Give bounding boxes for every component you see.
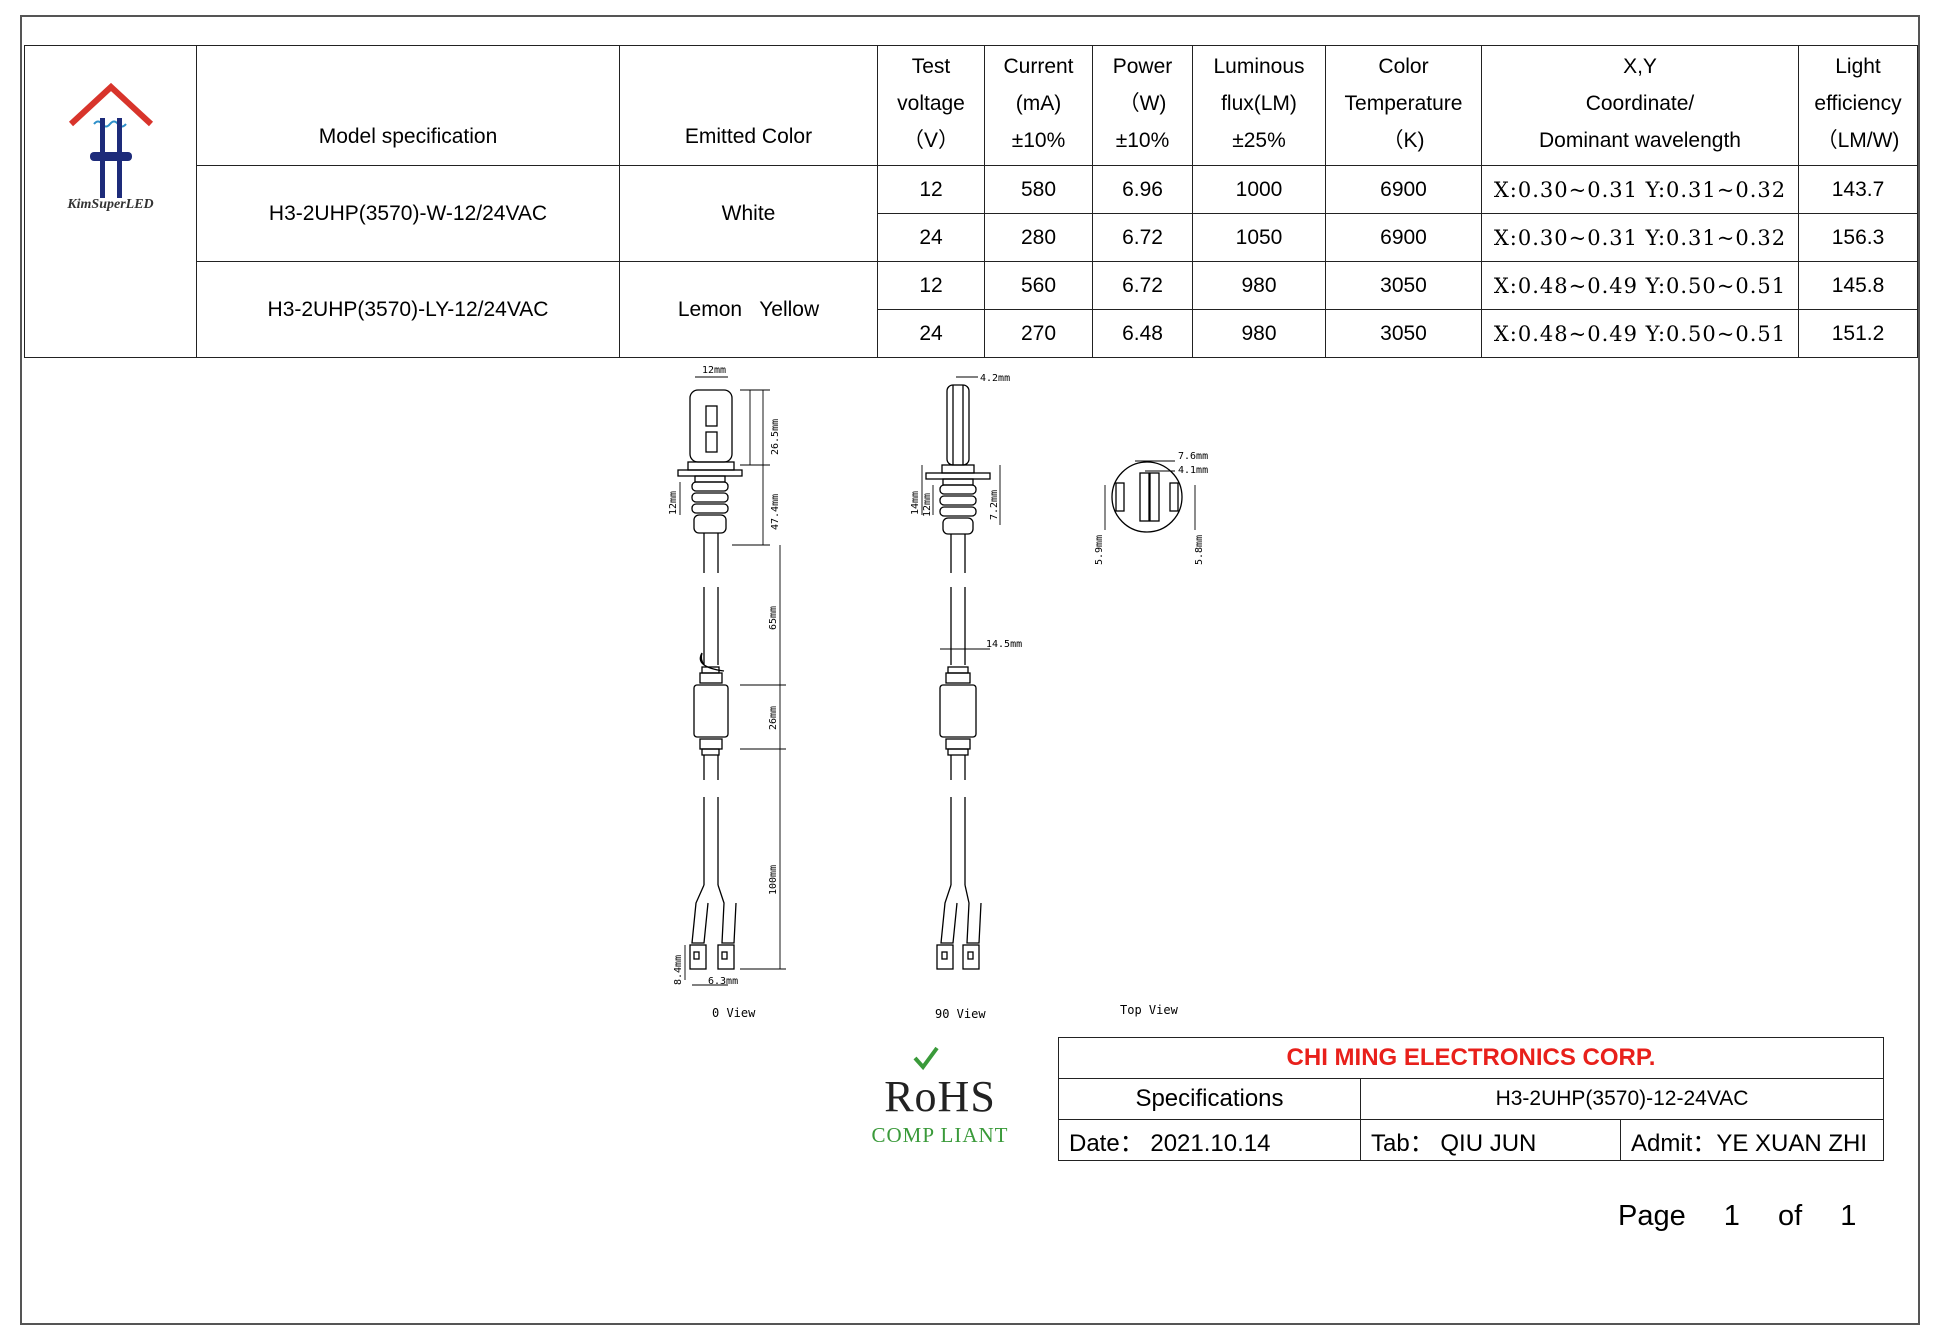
flux-cell: 1050 xyxy=(1192,213,1326,262)
page-of: of xyxy=(1778,1200,1803,1232)
header-model: Model specification xyxy=(196,45,620,166)
current-cell: 280 xyxy=(984,213,1093,262)
header-emitted-color: Emitted Color xyxy=(619,45,878,166)
dim-14mm: 14mm xyxy=(910,491,921,515)
dim-8-4mm: 8.4mm xyxy=(673,955,684,985)
voltage-cell: 12 xyxy=(877,165,985,214)
page-total: 1 xyxy=(1840,1200,1857,1232)
efficiency-cell: 151.2 xyxy=(1798,309,1918,358)
side-view-label: 90 View xyxy=(935,1007,986,1021)
rohs-title: RoHS xyxy=(884,1072,996,1121)
table-row: H3-2UHP(3570)-LY-12/24VAC Lemon Yellow 1… xyxy=(25,261,1918,358)
voltage-cell: 24 xyxy=(877,213,985,262)
logo-brand-text: KimSuperLED xyxy=(67,196,154,212)
header-power: Power（W)±10% xyxy=(1092,45,1193,166)
xy-cell: X:0.30~0.31 Y:0.31~0.32 xyxy=(1481,213,1799,262)
date-field: Date： 2021.10.14 xyxy=(1058,1119,1361,1161)
flux-cell: 980 xyxy=(1192,309,1326,358)
rohs-compliant: COMP LIANT xyxy=(871,1123,1009,1147)
dim-12mm-b: 12mm xyxy=(922,493,933,517)
page-current: 1 xyxy=(1723,1200,1740,1232)
header-current: Current(mA)±10% xyxy=(984,45,1093,166)
flux-cell: 1000 xyxy=(1192,165,1326,214)
table-row: 24 270 6.48 980 3050 X:0.48~0.49 Y:0.50~… xyxy=(25,309,1918,358)
dim-7-6mm: 7.6mm xyxy=(1178,451,1208,462)
model-cell: H3-2UHP(3570)-LY-12/24VAC xyxy=(196,261,620,358)
voltage-cell: 24 xyxy=(877,309,985,358)
house-logo-icon xyxy=(68,82,154,198)
front-view-bulb xyxy=(677,389,743,970)
dim-47-4mm: 47.4mm xyxy=(770,494,781,530)
xy-cell: X:0.48~0.49 Y:0.50~0.51 xyxy=(1481,309,1799,358)
flux-cell: 980 xyxy=(1192,261,1326,310)
temp-cell: 6900 xyxy=(1325,213,1482,262)
logo-cell: KimSuperLED xyxy=(24,45,197,358)
dim-26mm: 26mm xyxy=(768,706,779,730)
spec-table: KimSuperLED Model specification Emitted … xyxy=(24,45,1918,358)
tab-field: Tab： QIU JUN xyxy=(1360,1119,1621,1161)
xy-cell: X:0.48~0.49 Y:0.50~0.51 xyxy=(1481,261,1799,310)
table-row: H3-2UHP(3570)-W-12/24VAC White 12 580 6.… xyxy=(25,165,1918,262)
technical-drawing: 12mm 26.5mm 47.4mm 12mm 65mm 26mm 100mm … xyxy=(668,365,1208,1021)
page-number: Page 1 of 1 xyxy=(1618,1200,1878,1233)
specifications-label: Specifications xyxy=(1058,1078,1361,1120)
dim-4-1mm: 4.1mm xyxy=(1178,465,1208,476)
temp-cell: 3050 xyxy=(1325,309,1482,358)
efficiency-cell: 156.3 xyxy=(1798,213,1918,262)
dim-26-5mm: 26.5mm xyxy=(770,419,781,455)
dim-7-2mm: 7.2mm xyxy=(989,490,1000,520)
top-view-label: Top View xyxy=(1120,1003,1179,1017)
color-cell: White xyxy=(619,165,878,262)
front-view-label: 0 View xyxy=(712,1006,756,1020)
color-cell: Lemon Yellow xyxy=(619,261,878,358)
side-view-bulb xyxy=(925,384,991,970)
dim-5-9mm: 5.9mm xyxy=(1094,535,1105,565)
power-cell: 6.72 xyxy=(1092,213,1193,262)
power-cell: 6.72 xyxy=(1092,261,1193,310)
voltage-cell: 12 xyxy=(877,261,985,310)
power-cell: 6.48 xyxy=(1092,309,1193,358)
dim-65mm: 65mm xyxy=(768,606,779,630)
page-label: Page xyxy=(1618,1200,1686,1232)
dim-12mm-side: 12mm xyxy=(668,491,679,515)
efficiency-cell: 145.8 xyxy=(1798,261,1918,310)
specifications-value: H3-2UHP(3570)-12-24VAC xyxy=(1359,1078,1885,1120)
table-row: 24 280 6.72 1050 6900 X:0.30~0.31 Y:0.31… xyxy=(25,213,1918,262)
top-view-bulb xyxy=(1111,461,1183,533)
current-cell: 580 xyxy=(984,165,1093,214)
admit-field: Admit：YE XUAN ZHI xyxy=(1619,1119,1885,1161)
efficiency-cell: 143.7 xyxy=(1798,165,1918,214)
model-cell: H3-2UHP(3570)-W-12/24VAC xyxy=(196,165,620,262)
xy-cell: X:0.30~0.31 Y:0.31~0.32 xyxy=(1481,165,1799,214)
check-icon xyxy=(913,1046,939,1071)
temp-cell: 3050 xyxy=(1325,261,1482,310)
dim-12mm-top: 12mm xyxy=(702,365,726,376)
dim-100mm: 100mm xyxy=(768,865,779,895)
dim-4-2mm: 4.2mm xyxy=(980,373,1010,384)
company-name: CHI MING ELECTRONICS CORP. xyxy=(1057,1037,1885,1079)
page-border xyxy=(20,15,1920,1325)
temp-cell: 6900 xyxy=(1325,165,1482,214)
rohs-mark: RoHS COMP LIANT xyxy=(860,1046,1020,1148)
title-block: CHI MING ELECTRONICS CORP. Specification… xyxy=(1057,1037,1885,1161)
current-cell: 560 xyxy=(984,261,1093,310)
dim-5-8mm: 5.8mm xyxy=(1194,535,1205,565)
dim-6-3mm: 6.3mm xyxy=(708,976,738,987)
dim-14-5mm: 14.5mm xyxy=(986,639,1022,650)
current-cell: 270 xyxy=(984,309,1093,358)
power-cell: 6.96 xyxy=(1092,165,1193,214)
